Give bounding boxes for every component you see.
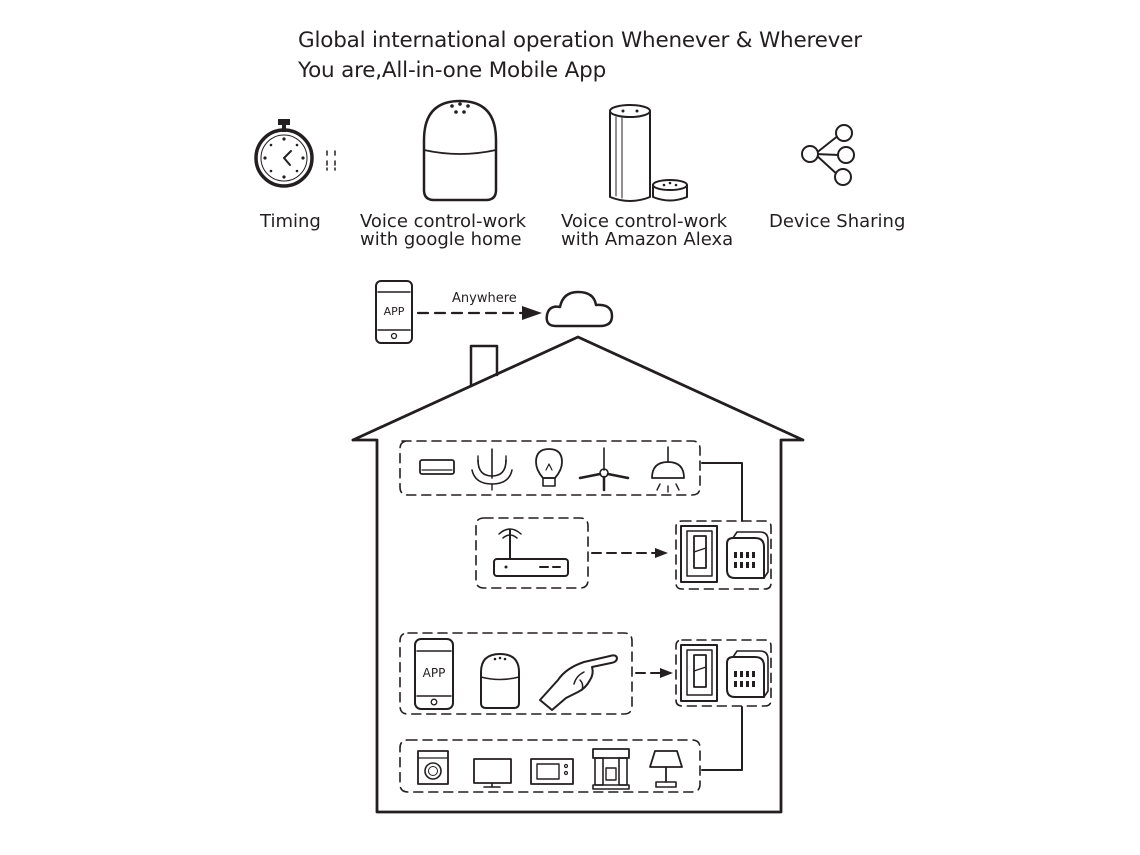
appliances-bottom-group [399,739,701,793]
anywhere-label: Anywhere [452,291,517,306]
light-bulb-icon [535,448,563,487]
smartphone-icon: APP [414,638,454,710]
microwave-icon [530,758,574,785]
google-home-speaker-icon [422,99,498,202]
feature-label-device-sharing: Device Sharing [769,211,906,232]
controls-group: APP [399,632,633,715]
smart-speaker-icon [480,653,520,709]
chandelier-icon [471,448,513,491]
headline: Global international operation Whenever … [298,26,862,86]
wall-switch-with-relay-module-icon-2 [675,639,772,707]
headline-line-1: Global international operation Whenever … [298,28,862,53]
wall-switch-with-relay-module-icon [675,520,772,590]
ceiling-fan-icon [578,447,630,492]
coffee-machine-icon [592,748,630,790]
headline-line-2: You are,All-in-one Mobile App [298,58,607,83]
feature-label-timing: Timing [260,211,321,232]
appliances-top-group [399,440,701,496]
house-outline [351,335,805,814]
pointing-hand-icon [539,654,618,711]
router-group [475,517,589,589]
arrow-head [522,306,542,320]
air-conditioner-icon [419,459,455,475]
feature-label-amazon-alexa: Voice control-work with Amazon Alexa [561,211,734,250]
smartphone-app-icon: APP [375,280,413,344]
television-icon [473,758,512,788]
washing-machine-icon [417,750,449,785]
share-icon [801,124,855,186]
controls-phone-app-label: APP [423,666,446,680]
feature-label-google-home: Voice control-work with google home [360,211,527,250]
pendant-lamp-icon [651,446,685,493]
stopwatch-icon [254,119,336,188]
chimney [469,344,499,388]
cloud-icon [545,290,614,328]
wifi-router-icon [493,528,569,577]
amazon-echo-icon [609,104,688,202]
table-lamp-icon [649,750,683,788]
phone-app-label: APP [384,305,405,318]
